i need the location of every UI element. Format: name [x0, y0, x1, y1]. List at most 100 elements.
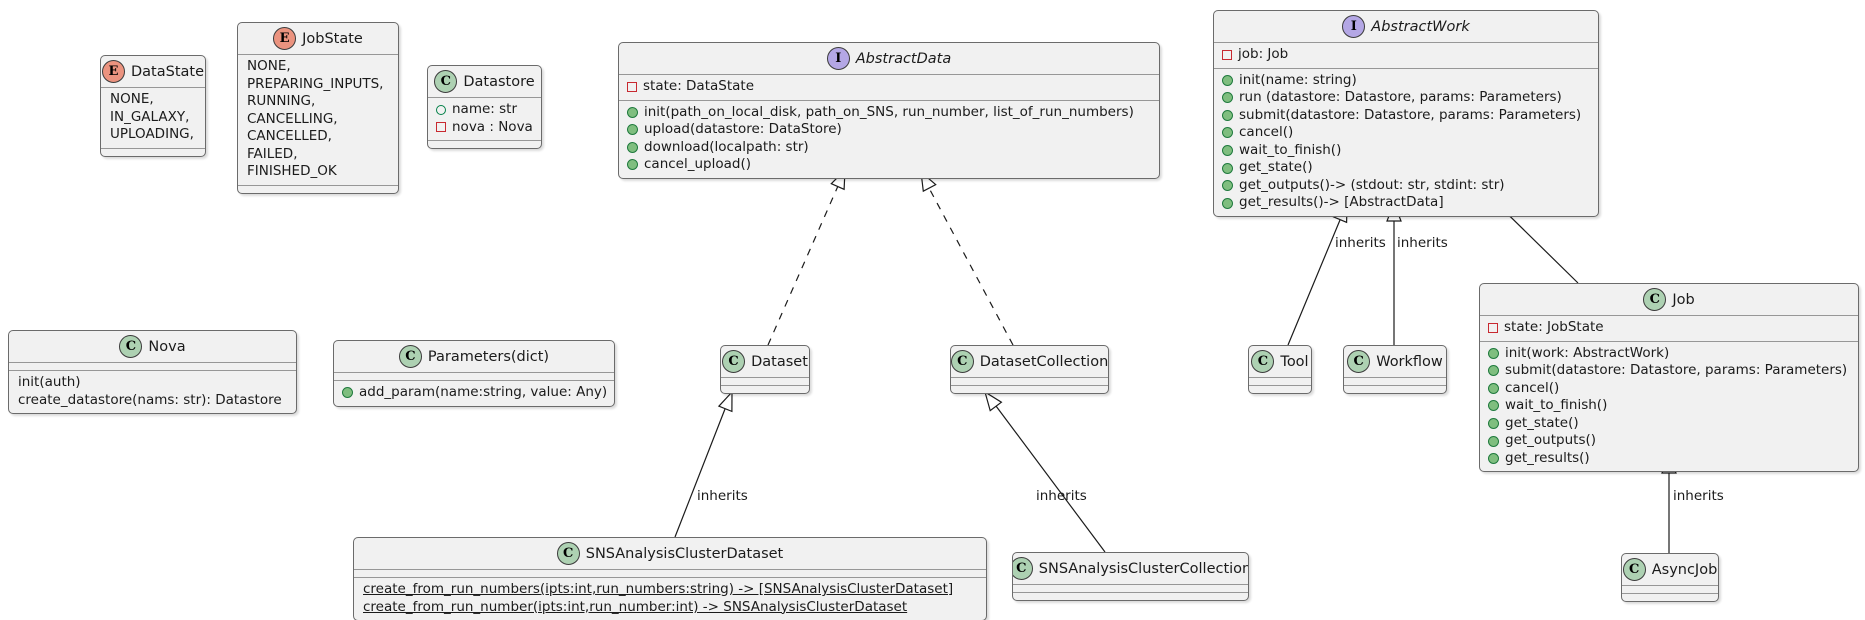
class-spot-icon: C — [434, 70, 458, 93]
enum-value: NONE, — [247, 58, 291, 74]
class-title: C Parameters(dict) — [334, 341, 614, 372]
edge-label-inherits: inherits — [1397, 235, 1448, 251]
method-row: cancel() — [1222, 124, 1590, 142]
class-box-asyncjob: C AsyncJob — [1621, 553, 1719, 602]
class-name: AbstractWork — [1371, 18, 1470, 35]
class-box-workflow: C Workflow — [1343, 345, 1447, 394]
public-method-icon — [1222, 145, 1233, 156]
class-title: I AbstractData — [619, 43, 1159, 74]
fields-section: name: str nova : Nova — [428, 97, 541, 140]
class-title: C DatasetCollection — [951, 346, 1108, 377]
public-method-icon — [627, 124, 638, 136]
inheritance-arrow-snsdataset-to-dataset: inherits — [674, 390, 748, 538]
method-row: init(work: AbstractWork) — [1488, 345, 1850, 363]
inheritance-arrow-workflow-to-abstractwork: inherits — [1386, 201, 1448, 345]
realization-arrow-dataset-to-abstractdata — [767, 168, 846, 346]
public-method-icon — [1222, 92, 1233, 104]
class-name: Parameters(dict) — [427, 348, 550, 365]
class-name: AsyncJob — [1651, 561, 1718, 578]
class-box-tool: C Tool — [1248, 345, 1312, 394]
public-method-icon — [1222, 127, 1233, 139]
method-row: wait_to_finish() — [1222, 142, 1590, 160]
field-text: state: JobState — [1504, 319, 1604, 335]
class-name: Workflow — [1376, 353, 1443, 370]
field-text: job: Job — [1238, 46, 1289, 62]
private-field-icon — [627, 81, 637, 92]
method-text: wait_to_finish() — [1505, 397, 1608, 414]
class-box-abstractdata: I AbstractData state: DataState init(pat… — [618, 42, 1160, 179]
class-spot-icon: C — [119, 335, 143, 358]
empty-section — [721, 385, 809, 393]
class-title: C Dataset — [721, 346, 809, 377]
method-text: get_results() — [1505, 449, 1590, 466]
enum-spot-icon: E — [102, 60, 125, 83]
public-method-icon — [342, 387, 353, 399]
class-box-parameters: C Parameters(dict) add_param(name:string… — [333, 340, 615, 407]
method-row: create_from_run_number(ipts:int,run_numb… — [362, 599, 978, 617]
empty-section — [1013, 592, 1248, 600]
edge-label-inherits: inherits — [1036, 488, 1087, 504]
fields-section: job: Job — [1214, 42, 1598, 68]
method-row: get_state() — [1222, 159, 1590, 177]
class-name: JobState — [302, 30, 363, 47]
method-text: cancel() — [1505, 379, 1560, 396]
realization-arrow-datasetcollection-to-abstractdata — [920, 170, 1014, 346]
enum-value: RUNNING, — [247, 93, 316, 110]
public-method-icon — [1222, 74, 1233, 86]
methods-section: init(work: AbstractWork) submit(datastor… — [1480, 340, 1858, 472]
field-row: state: JobState — [1488, 319, 1850, 337]
class-spot-icon: C — [1251, 350, 1275, 373]
method-row: run (datastore: Datastore, params: Param… — [1222, 89, 1590, 107]
class-name: DataState — [131, 63, 205, 80]
enum-value: NONE, — [110, 91, 154, 107]
empty-section — [1249, 377, 1311, 385]
class-box-job: C Job state: JobState init(work: Abstrac… — [1479, 283, 1859, 473]
class-spot-icon: C — [398, 345, 422, 368]
empty-section — [1622, 593, 1718, 601]
public-method-icon — [627, 106, 638, 118]
class-spot-icon: C — [1347, 350, 1371, 373]
class-box-nova: C Nova init(auth) create_datastore(nams:… — [8, 330, 297, 415]
method-row: upload(datastore: DataStore) — [627, 121, 1151, 139]
class-title: C Workflow — [1344, 346, 1446, 377]
empty-section — [428, 140, 541, 148]
method-text: create_datastore(nams: str): Datastore — [18, 391, 282, 408]
class-title: C SNSAnalysisClusterCollection — [1013, 553, 1248, 584]
method-text: cancel_upload() — [644, 156, 751, 173]
class-box-snsanalysisclustercollection: C SNSAnalysisClusterCollection — [1012, 552, 1249, 601]
empty-section — [354, 569, 986, 577]
inheritance-arrow-snscollection-to-datasetcollection: inherits — [984, 390, 1106, 553]
public-method-icon — [1488, 435, 1499, 447]
class-name: Datastore — [463, 73, 535, 90]
method-text: run (datastore: Datastore, params: Param… — [1239, 89, 1562, 106]
method-row: init(name: string) — [1222, 72, 1590, 90]
method-text: init(work: AbstractWork) — [1505, 344, 1670, 361]
public-method-icon — [627, 141, 638, 153]
empty-section — [951, 385, 1108, 393]
empty-section — [1622, 585, 1718, 593]
class-spot-icon: C — [722, 350, 746, 373]
method-row: add_param(name:string, value: Any) — [342, 384, 607, 402]
public-method-icon — [1222, 162, 1233, 174]
class-name: SNSAnalysisClusterCollection — [1038, 560, 1249, 577]
class-box-dataset: C Dataset — [720, 345, 810, 394]
inheritance-arrow-tool-to-abstractwork: inherits — [1287, 201, 1386, 346]
empty-section — [951, 377, 1108, 385]
methods-section: create_from_run_numbers(ipts:int,run_num… — [354, 577, 986, 620]
method-row: cancel() — [1488, 380, 1850, 398]
public-method-icon — [1488, 453, 1499, 465]
field-text: name: str — [452, 101, 518, 117]
public-method-icon — [627, 159, 638, 171]
public-field-icon — [436, 104, 446, 115]
method-row: init(path_on_local_disk, path_on_SNS, ru… — [627, 104, 1151, 122]
enum-value: PREPARING_INPUTS, — [247, 75, 384, 92]
class-box-datastate: E DataState NONE, IN_GALAXY, UPLOADING, — [100, 55, 206, 157]
method-text: get_outputs()-> (stdout: str, stdint: st… — [1239, 176, 1505, 193]
class-spot-icon: C — [1013, 557, 1033, 580]
edge-label-inherits: inherits — [1335, 235, 1386, 251]
method-row: init(auth) — [17, 374, 288, 392]
method-row: get_results()-> [AbstractData] — [1222, 194, 1590, 212]
empty-section — [1013, 584, 1248, 592]
fields-section: state: DataState — [619, 74, 1159, 100]
public-method-icon — [1222, 109, 1233, 121]
